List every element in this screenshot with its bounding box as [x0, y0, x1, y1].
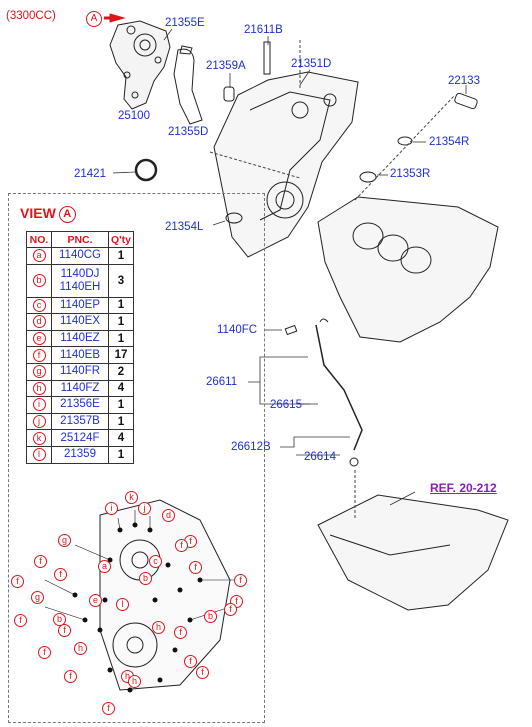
table-row[interactable]: h 1140FZ 4: [26, 379, 134, 398]
callout-k[interactable]: k: [125, 491, 138, 504]
col-no: NO.: [26, 231, 52, 248]
callout-f[interactable]: f: [102, 702, 115, 715]
table-row[interactable]: g 1140FR 2: [26, 362, 134, 381]
part-label-26614[interactable]: 26614: [304, 451, 336, 463]
view-a-drawing: [44, 499, 240, 693]
part-label-21421[interactable]: 21421: [74, 168, 106, 180]
callout-g[interactable]: g: [31, 591, 44, 604]
callout-f[interactable]: f: [196, 666, 209, 679]
table-row[interactable]: f 1140EB 17: [26, 346, 134, 364]
part-label-21354R[interactable]: 21354R: [429, 136, 470, 148]
table-row[interactable]: k 25124F 4: [26, 429, 134, 447]
dipstick-drawing: [284, 318, 363, 467]
callout-f[interactable]: f: [189, 561, 202, 574]
callout-h[interactable]: h: [128, 675, 141, 688]
callout-f[interactable]: f: [64, 670, 77, 683]
callout-f[interactable]: f: [184, 655, 197, 668]
callout-h[interactable]: h: [152, 621, 165, 634]
callout-c[interactable]: c: [149, 555, 162, 568]
pnc-table-header: NO. PNC. Q'ty: [26, 231, 134, 248]
seal-22133: [454, 92, 478, 110]
callout-b[interactable]: b: [139, 572, 152, 585]
engine-variant-label: (3300CC): [6, 10, 56, 22]
gasket-21355E: [179, 45, 193, 55]
dowel-21359A: [223, 86, 235, 102]
part-label-22133[interactable]: 22133: [448, 75, 480, 87]
part-label-1140FC[interactable]: 1140FC: [217, 324, 258, 336]
callout-b[interactable]: b: [204, 610, 217, 623]
oring-21354R: [397, 136, 413, 146]
oil-pan-drawing: [317, 494, 509, 611]
callout-h[interactable]: h: [74, 642, 87, 655]
part-label-21355E[interactable]: 21355E: [165, 17, 205, 29]
callout-f[interactable]: f: [175, 539, 188, 552]
part-label-26611[interactable]: 26611: [206, 376, 238, 388]
part-label-21351D[interactable]: 21351D: [291, 58, 332, 70]
callout-f[interactable]: f: [58, 624, 71, 637]
part-label-25100[interactable]: 25100: [118, 110, 150, 122]
callout-f[interactable]: f: [234, 574, 247, 587]
callout-l[interactable]: l: [116, 598, 129, 611]
callout-f[interactable]: f: [11, 575, 24, 588]
part-label-21611B[interactable]: 21611B: [244, 24, 283, 36]
callout-f[interactable]: f: [54, 568, 67, 581]
callout-f[interactable]: f: [38, 646, 51, 659]
part-label-21359A[interactable]: 21359A: [206, 60, 246, 72]
timing-cover-drawing: [213, 71, 359, 258]
part-label-21354L[interactable]: 21354L: [165, 221, 204, 233]
water-pump-drawing: [109, 20, 171, 110]
callout-i[interactable]: i: [105, 502, 118, 515]
oring-21353R: [359, 171, 377, 183]
table-row[interactable]: j 21357B 1: [26, 412, 134, 431]
callout-e[interactable]: e: [89, 594, 102, 607]
table-row[interactable]: i 21356E 1: [26, 396, 134, 414]
callout-f[interactable]: f: [34, 555, 47, 568]
table-row[interactable]: e 1140EZ 1: [26, 329, 134, 348]
callout-g[interactable]: g: [58, 534, 71, 547]
table-row[interactable]: a 1140CG 1: [26, 247, 134, 265]
part-label-21355D[interactable]: 21355D: [168, 126, 209, 138]
callout-j[interactable]: j: [138, 502, 151, 515]
part-label-26612B[interactable]: 26612B: [231, 441, 271, 453]
table-row[interactable]: d 1140EX 1: [26, 313, 134, 331]
col-qty: Q'ty: [108, 231, 134, 248]
part-label-26615[interactable]: 26615: [270, 399, 302, 411]
col-pnc: PNC.: [51, 231, 109, 248]
view-a-panel: [8, 193, 265, 723]
callout-f[interactable]: f: [174, 626, 187, 639]
callout-f[interactable]: f: [14, 614, 27, 627]
table-row[interactable]: c 1140EP 1: [26, 296, 134, 315]
engine-block-drawing: [317, 196, 499, 343]
table-row[interactable]: l 21359 1: [26, 445, 134, 464]
callout-d[interactable]: d: [162, 509, 175, 522]
stud-21611B: [263, 41, 271, 75]
callout-b[interactable]: b: [53, 613, 66, 626]
seal-21421: [134, 158, 158, 182]
callout-a[interactable]: a: [98, 560, 111, 573]
callout-f[interactable]: f: [224, 603, 237, 616]
ref-link-20-212[interactable]: REF. 20-212: [430, 481, 497, 495]
gasket-21355D: [173, 48, 203, 125]
oring-21354L: [225, 212, 243, 224]
part-label-21353R[interactable]: 21353R: [390, 168, 431, 180]
view-a-marker[interactable]: A: [86, 11, 102, 27]
